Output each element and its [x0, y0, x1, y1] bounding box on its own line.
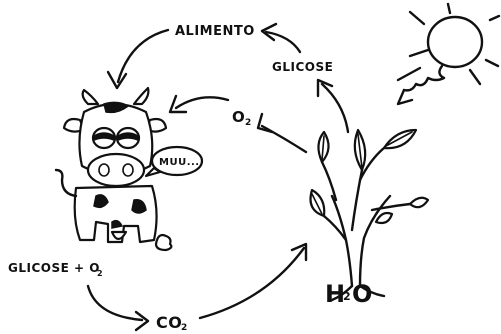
plant-branch — [372, 204, 410, 210]
glucose-top-label: GLICOSE — [272, 60, 333, 74]
sun-icon — [398, 4, 499, 84]
arrow-food-to-cow — [108, 30, 168, 88]
water-label: H 2 O — [325, 280, 373, 308]
arrow-oxygen-to-cow — [170, 96, 228, 112]
arrow-glucose-to-co2 — [88, 286, 148, 330]
arrow-glucose-to-food — [262, 24, 300, 52]
food-label: ALIMENTO — [175, 24, 255, 39]
arrow-plant-to-glucose — [318, 80, 348, 132]
oxygen-label: O 2 — [232, 108, 252, 128]
arrow-plant-to-oxygen — [258, 114, 306, 152]
plant-leaf — [410, 198, 428, 207]
co2-letters: CO — [156, 313, 182, 332]
cow-muzzle — [88, 154, 144, 186]
speech-bubble: MUU... — [146, 147, 202, 176]
cow-tail — [56, 170, 76, 196]
plant-drawing — [311, 130, 429, 300]
co2-subscript: 2 — [181, 323, 188, 333]
water-o: O — [352, 280, 373, 308]
glucose-oxygen-label: GLICOSE + O 2 — [8, 261, 103, 278]
cow-drawing — [56, 88, 166, 242]
cow-right-horn — [134, 88, 148, 104]
plant-branch — [322, 162, 336, 200]
oxygen-subscript: 2 — [245, 118, 252, 128]
glucose-oxygen-subscript: 2 — [97, 269, 103, 278]
speech-text: MUU... — [159, 157, 200, 168]
sunlight-wave — [404, 66, 444, 90]
sunlight-arrowhead — [398, 90, 412, 104]
co2-label: CO 2 — [156, 313, 188, 333]
arrow-co2-to-plant — [200, 244, 306, 318]
dung-icon — [156, 235, 171, 250]
glucose-oxygen-text: GLICOSE + O — [8, 261, 100, 275]
plant-leaf — [376, 213, 392, 223]
cow-left-horn — [83, 90, 98, 104]
oxygen-letter: O — [232, 108, 245, 126]
